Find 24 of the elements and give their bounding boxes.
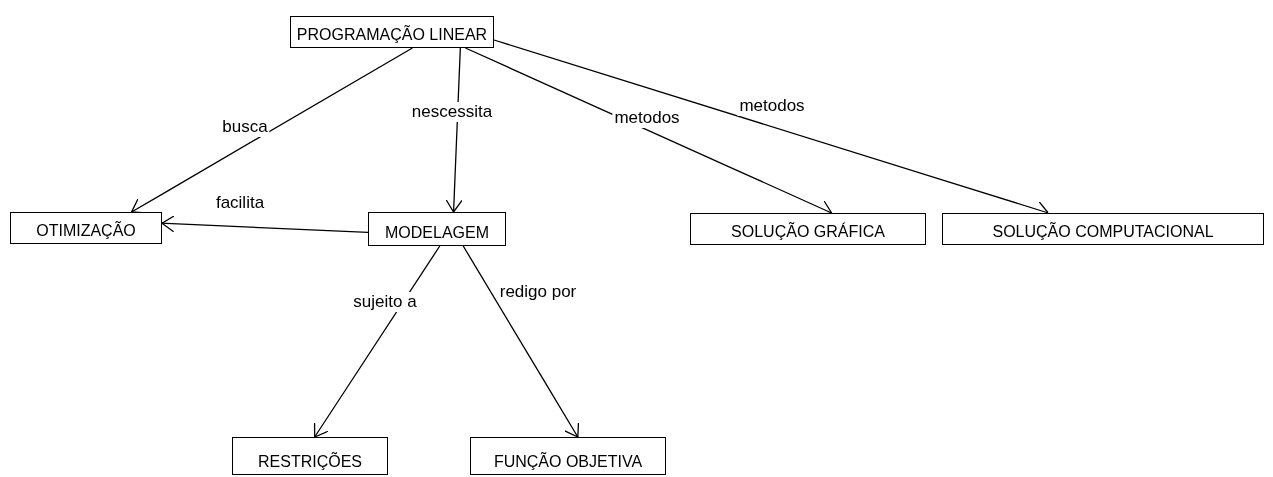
concept-box [10,212,162,244]
concept-box [690,213,926,245]
concept-label: OTIMIZAÇÃO [36,222,136,240]
concept-label: SOLUÇÃO COMPUTACIONAL [992,223,1214,241]
concept-box [290,16,494,48]
concept-box [368,212,506,246]
concept-box [470,437,666,475]
edge-label: redigo por [497,282,579,302]
arrow [313,245,441,438]
arrow [161,215,369,234]
concept-label: RESTRIÇÕES [258,453,362,471]
edge-label: busca [220,117,270,137]
arrow [130,47,414,214]
edge-label: metodos [612,108,682,128]
concept-label: MODELAGEM [385,224,489,242]
concept-box [232,437,388,475]
arrow [462,245,580,438]
concept-box [942,213,1264,245]
concept-label: PROGRAMAÇÃO LINEAR [296,26,488,44]
edge-label: nescessita [409,102,495,122]
edge-label: sujeito a [351,292,419,312]
concept-label: FUNÇÃO OBJETIVA [493,453,643,471]
concept-label: SOLUÇÃO GRÁFICA [731,223,885,241]
edge-label: metodos [737,96,807,116]
